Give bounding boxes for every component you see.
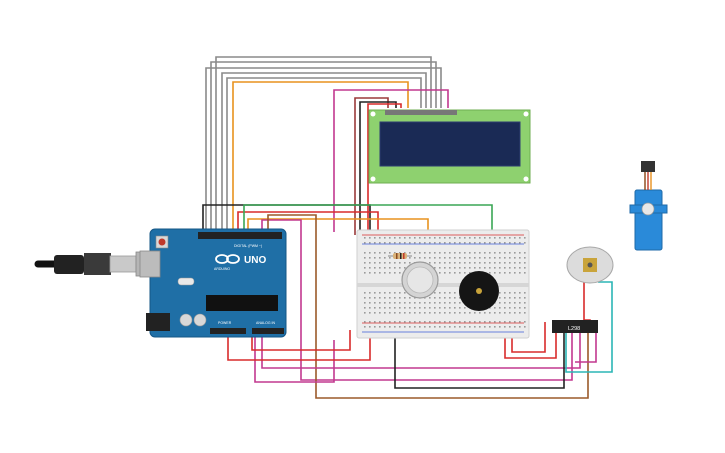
wire-layer: [202, 56, 613, 399]
wire-red-power[interactable]: [227, 330, 371, 361]
arduino-logo: [215, 254, 240, 264]
wire-red-lcd[interactable]: [367, 103, 402, 235]
l298-label: L298: [568, 326, 580, 332]
wire-black-driver[interactable]: [394, 330, 565, 389]
breadboard[interactable]: [356, 229, 530, 339]
power-header[interactable]: [210, 328, 246, 334]
wire-brown-lcd[interactable]: [354, 97, 389, 235]
wire-brown-1[interactable]: [267, 214, 589, 399]
l298-driver[interactable]: L298: [552, 320, 598, 333]
wire-gray-3[interactable]: [215, 56, 432, 232]
power-header-label: POWER: [218, 321, 232, 325]
resistor[interactable]: [388, 253, 412, 259]
wire-red-driver-1[interactable]: [504, 330, 557, 359]
wire-magenta-2[interactable]: [254, 334, 335, 383]
servo-motor[interactable]: [629, 161, 668, 251]
wire-orange-lcd[interactable]: [232, 81, 409, 232]
wire-gray-2[interactable]: [210, 61, 437, 232]
gas-sensor[interactable]: [401, 261, 439, 299]
wire-teal-motor[interactable]: [565, 281, 613, 373]
dc-motor[interactable]: [566, 246, 614, 284]
wire-red-power-2[interactable]: [251, 330, 351, 351]
digital-header[interactable]: [198, 232, 282, 239]
arduino-brand-label: ARDUINO: [214, 267, 230, 271]
analog-header[interactable]: [252, 328, 284, 334]
lcd-screen: [379, 121, 521, 167]
wire-gray-5[interactable]: [226, 77, 422, 232]
wire-red-driver-2[interactable]: [511, 322, 546, 353]
piezo-buzzer[interactable]: [459, 271, 499, 311]
wire-red-5v[interactable]: [237, 211, 379, 235]
lcd-pin-header[interactable]: [385, 110, 457, 115]
analog-header-label: ANALOG IN: [256, 321, 276, 325]
arduino-uno-board[interactable]: UNO ARDUINO DIGITAL (PWM ~) POWER ANALOG…: [139, 228, 287, 338]
uno-label: UNO: [244, 255, 266, 266]
wire-magenta-motor[interactable]: [575, 330, 597, 363]
wire-magenta-lcd[interactable]: [333, 89, 449, 232]
wire-black-lcd[interactable]: [359, 101, 397, 235]
breadboard-holes: [364, 237, 526, 328]
lcd-display[interactable]: [368, 109, 531, 184]
atmega-chip: [206, 295, 278, 311]
wire-magenta-3[interactable]: [261, 330, 581, 369]
digital-header-label: DIGITAL (PWM ~): [234, 244, 262, 248]
wire-gray-1[interactable]: [205, 67, 442, 232]
usb-port: [139, 250, 161, 278]
power-jack: [146, 313, 170, 331]
